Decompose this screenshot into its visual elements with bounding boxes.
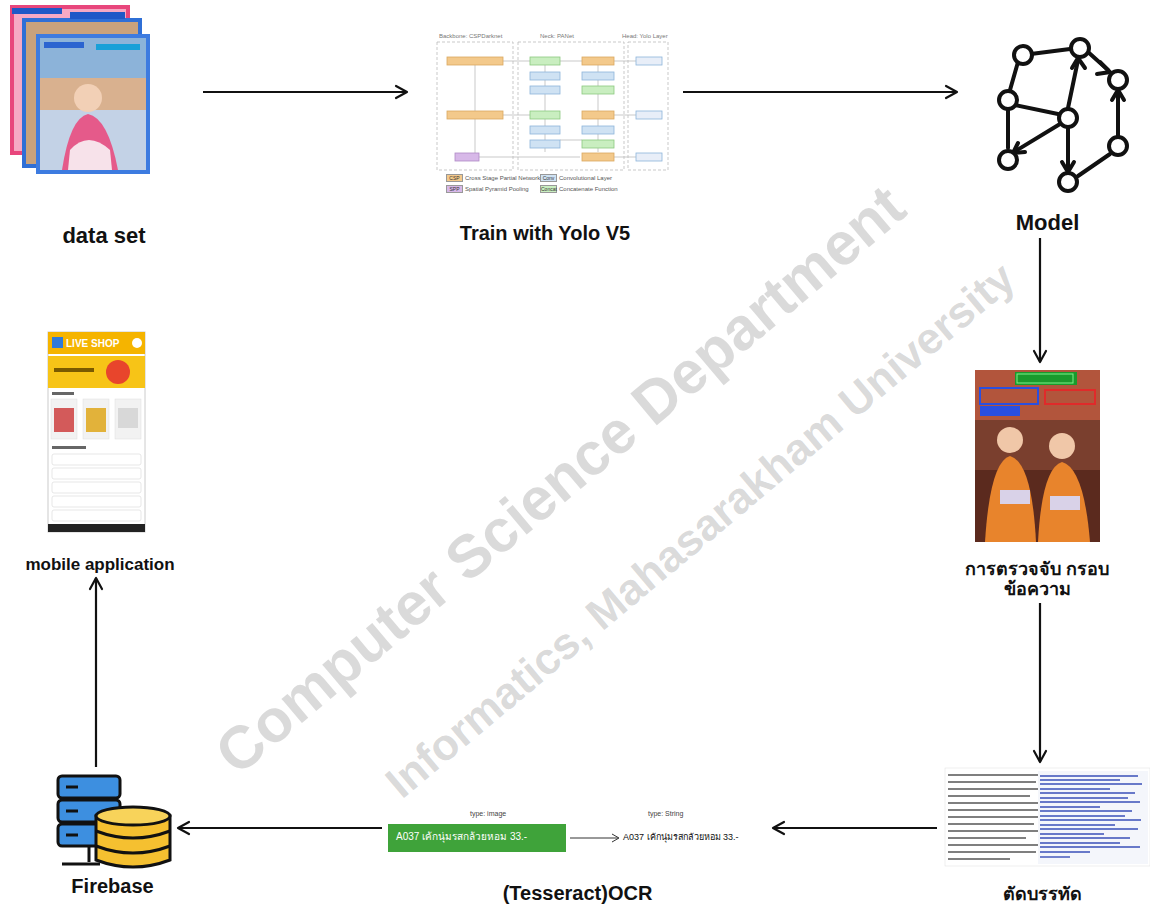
model-graph-nodes: [999, 39, 1127, 191]
arrow-head: [90, 578, 102, 589]
flow-arrow: [203, 86, 407, 98]
node-caption: mobile application: [21, 555, 179, 575]
legend-text: Cross Stage Partial Network: [465, 175, 540, 181]
legend-code: SPP: [447, 187, 462, 193]
node-caption: Train with Yolo V5: [410, 222, 680, 245]
flow-arrow: [1034, 238, 1046, 362]
arrow-head: [396, 86, 407, 98]
legend-swatch: Conv: [540, 174, 557, 182]
node-caption: Firebase: [50, 875, 175, 898]
figure-label: Backbone: CSPDarknet: [439, 33, 502, 40]
figure-label: type: image: [470, 810, 506, 818]
arrow-head: [1034, 351, 1046, 362]
image-node: mobile application: [21, 330, 179, 575]
image-node: ตัดบรรทัด: [940, 765, 1145, 905]
phone-mockup: [48, 332, 145, 532]
arrow-line: [203, 91, 407, 93]
image-node: การตรวจจับ กรอบข้อความ: [965, 365, 1110, 600]
legend-text: Spatial Pyramid Pooling: [465, 186, 529, 192]
line-segmentation-image: [945, 768, 1150, 866]
flow-arrow: [178, 822, 382, 834]
legend-code: Conv: [541, 176, 556, 182]
node-caption: ตัดบรรทัด: [940, 884, 1145, 905]
image-node: data set: [8, 4, 200, 248]
image-node: Firebase: [50, 770, 175, 898]
ocr-illustration: [388, 824, 619, 852]
arrow-head: [178, 822, 189, 834]
figure-label: type: String: [648, 810, 683, 818]
node-caption: (Tesseract)OCR: [385, 882, 770, 905]
figure-label: A037 เค้กนุ่มรสกล้วยหอม 33.-: [396, 831, 527, 842]
legend-swatch: CSP: [446, 174, 463, 182]
legend-swatch: SPP: [446, 185, 463, 193]
node-caption: data set: [8, 223, 200, 248]
arrow-head: [946, 86, 957, 98]
flow-arrow: [683, 86, 957, 98]
figure-label: LIVE SHOP: [66, 338, 119, 349]
image-node: Train with Yolo V5: [410, 30, 680, 245]
figure-label: Head: Yolo Layer: [622, 33, 668, 40]
legend-code: Concat: [541, 187, 556, 193]
flow-arrow: [90, 578, 102, 767]
watermark-text: Computer Science Department: [203, 173, 917, 787]
image-node: (Tesseract)OCR: [385, 800, 770, 905]
arrow-head: [1034, 751, 1046, 762]
arrow-line: [773, 827, 937, 829]
arrow-line: [1039, 603, 1041, 762]
legend-code: CSP: [447, 176, 462, 182]
legend-text: Concatenate Function: [559, 186, 618, 192]
image-node: Model: [960, 35, 1135, 235]
flow-arrow: [1034, 603, 1046, 762]
firebase-icon: [58, 776, 170, 867]
arrow-line: [1039, 238, 1041, 362]
yolo-architecture: [437, 42, 668, 170]
legend-text: Convolutional Layer: [559, 175, 612, 181]
arrow-line: [95, 578, 97, 767]
figure-label: A037 เค้กนุ่มรสกล้วยหอม 33.-: [623, 833, 739, 843]
dataset-images: [10, 5, 150, 174]
flow-arrow: [773, 822, 937, 834]
detection-photo: [975, 370, 1100, 542]
arrow-line: [178, 827, 382, 829]
node-caption: การตรวจจับ กรอบข้อความ: [965, 559, 1110, 600]
arrow-head: [773, 822, 784, 834]
legend-swatch: Concat: [540, 185, 557, 193]
node-caption: Model: [960, 210, 1135, 235]
figure-label: Neck: PANet: [540, 33, 574, 40]
model-graph-icon: [1008, 49, 1124, 176]
arrow-line: [683, 91, 957, 93]
